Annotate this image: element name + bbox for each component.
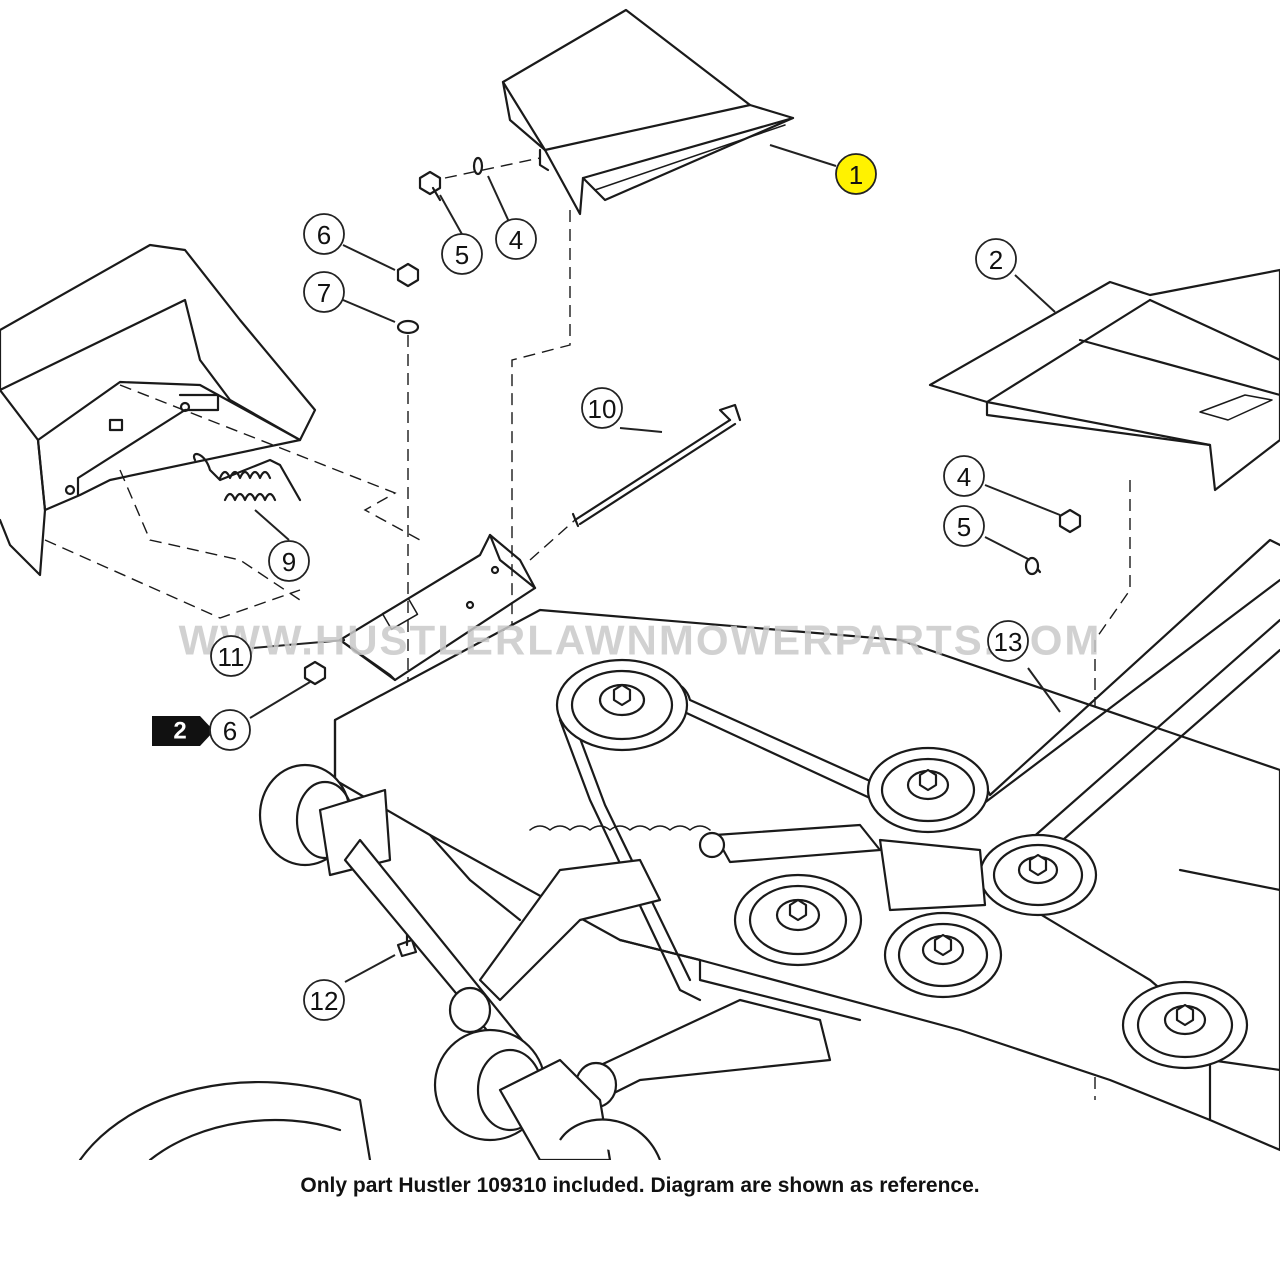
callout-c2: 2: [975, 238, 1017, 280]
reference-tag-label: 2: [173, 718, 186, 745]
callout-circle: [943, 505, 985, 547]
callout-circle: [975, 238, 1017, 280]
pulley-4: [733, 873, 863, 967]
pulleys: [555, 658, 1249, 1070]
callout-c4a: 4: [495, 218, 537, 260]
callout-c9: 9: [268, 540, 310, 582]
callout-circle: [303, 213, 345, 255]
callout-label: 4: [509, 225, 523, 255]
callout-c12: 12: [303, 979, 345, 1021]
callout-circle: [303, 979, 345, 1021]
callout-label: 4: [957, 462, 971, 492]
callout-label: 7: [317, 278, 331, 308]
leader-lines: [249, 144, 1061, 983]
callout-circle: [441, 233, 483, 275]
callout-circle: [835, 153, 877, 195]
callout-label: 2: [989, 245, 1003, 275]
pulley-6: [1121, 980, 1249, 1070]
callout-circle: [495, 218, 537, 260]
callout-c6b: 6: [209, 709, 251, 751]
callout-c6a: 6: [303, 213, 345, 255]
callout-label: 10: [588, 394, 617, 424]
left-discharge-chute: [0, 243, 317, 577]
callout-circle: [303, 271, 345, 313]
pulley-2: [866, 746, 990, 834]
pulley-5: [883, 911, 1003, 999]
tension-assembly: [529, 823, 987, 912]
part-10-rod: [571, 403, 742, 528]
exploded-view-drawing: WWW.HUSTLERLAWNMOWERPARTS.COM 2 12456710…: [0, 8, 1280, 1160]
part-2-right-cover: [928, 268, 1280, 492]
assembly-lines: [44, 157, 1131, 1100]
callout-circle: [581, 387, 623, 429]
pulley-1: [555, 658, 689, 752]
reference-tag: 2: [152, 716, 214, 746]
callout-circle: [987, 620, 1029, 662]
callout-c5a: 5: [441, 233, 483, 275]
callout-c5b: 5: [943, 505, 985, 547]
callout-label: 9: [282, 547, 296, 577]
callout-label: 6: [317, 220, 331, 250]
part-9-spring: [192, 452, 302, 502]
callout-label: 13: [994, 627, 1023, 657]
callout-circle: [209, 709, 251, 751]
callout-label: 1: [849, 160, 863, 190]
callout-c4b: 4: [943, 455, 985, 497]
callout-c13: 13: [987, 620, 1029, 662]
callout-circle: [943, 455, 985, 497]
pulley-3: [978, 833, 1098, 917]
caption: Only part Hustler 109310 included. Diagr…: [300, 1174, 980, 1197]
callout-label: 12: [310, 986, 339, 1016]
callout-label: 5: [957, 512, 971, 542]
callout-label: 5: [455, 240, 469, 270]
callout-c10: 10: [581, 387, 623, 429]
callout-label: 11: [218, 642, 245, 672]
callout-circle: [210, 635, 252, 677]
callout-circle: [268, 540, 310, 582]
callout-c7: 7: [303, 271, 345, 313]
mounting-bracket: [338, 533, 537, 682]
front-wheels: [78, 763, 832, 1160]
part-1-belt-shield: [501, 8, 795, 216]
callout-c1: 1: [835, 153, 877, 195]
watermark-text: WWW.HUSTLERLAWNMOWERPARTS.COM: [179, 617, 1102, 664]
callout-c11: 11: [210, 635, 252, 677]
callout-label: 6: [223, 716, 237, 746]
